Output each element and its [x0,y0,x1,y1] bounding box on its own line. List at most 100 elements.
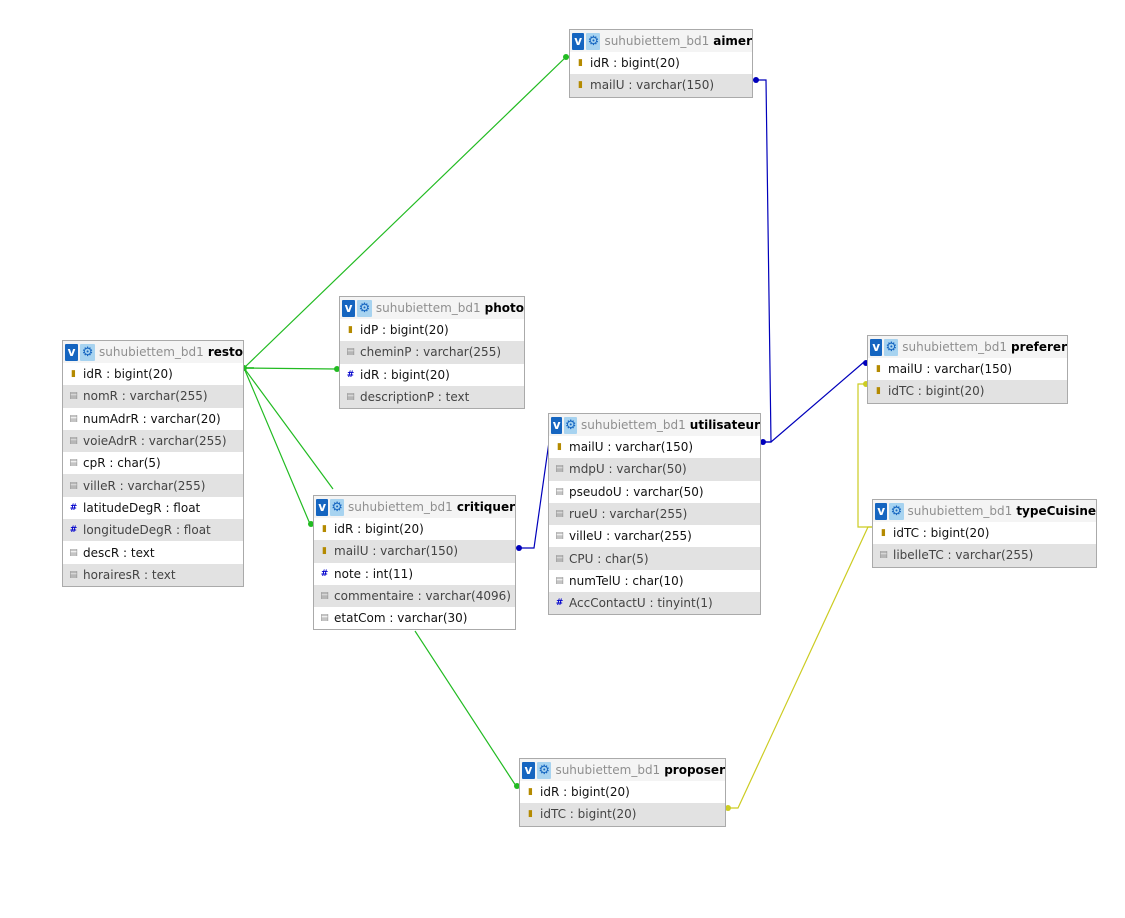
toggle-icon[interactable]: v [522,761,535,779]
gear-icon[interactable]: ⚙ [357,299,372,317]
column-row[interactable]: ▤pseudoU : varchar(50) [549,481,760,503]
column-row[interactable]: #idR : bigint(20) [340,364,524,386]
toggle-icon[interactable]: v [870,338,883,356]
column-icon: ▤ [69,458,78,469]
toggle-icon[interactable]: v [316,498,329,516]
column-row[interactable]: ▤rueU : varchar(255) [549,502,760,526]
column-row[interactable]: ▤descR : text [63,541,243,563]
column-separator: : [433,390,446,405]
column-row[interactable]: ▮mailU : varchar(150) [549,436,760,458]
toggle-icon[interactable]: v [65,343,79,361]
gear-icon[interactable]: ⚙ [536,761,552,779]
relation-endpoint [563,54,569,60]
column-row[interactable]: ▤commentaire : varchar(4096) [314,584,515,608]
column-type: varchar(50) [633,484,704,499]
column-row[interactable]: ▮mailU : varchar(150) [570,74,752,97]
column-row[interactable]: ▤mdpU : varchar(50) [549,458,760,481]
column-row[interactable]: ▤numAdrR : varchar(20) [63,408,243,430]
gear-icon[interactable]: ⚙ [564,416,578,434]
column-name: villeR [83,478,116,493]
column-row[interactable]: ▤numTelU : char(10) [549,570,760,592]
column-type: bigint(20) [390,367,450,382]
column-row[interactable]: ▮mailU : varchar(150) [868,358,1067,380]
column-name: etatCom [334,611,386,626]
key-icon: ▮ [348,325,353,336]
toggle-icon[interactable]: v [551,416,563,434]
relation-endpoint [308,521,314,527]
column-row[interactable]: ▮idR : bigint(20) [520,781,725,803]
column-separator: : [117,389,130,404]
column-icon: ▤ [555,553,564,564]
column-separator: : [411,345,424,360]
column-type: varchar(255) [127,478,206,493]
key-icon: ▮ [528,809,533,820]
column-row[interactable]: ▮idTC : bigint(20) [873,522,1096,544]
gear-icon[interactable]: ⚙ [884,338,899,356]
column-row[interactable]: ▮idP : bigint(20) [340,319,524,341]
column-row[interactable]: ▮idR : bigint(20) [570,52,752,74]
column-separator: : [378,323,390,338]
column-type: varchar(255) [423,345,502,360]
gear-icon[interactable]: ⚙ [330,498,345,516]
column-name: idR [540,785,560,800]
column-row[interactable]: ▤voieAdrR : varchar(255) [63,429,243,453]
column-type: varchar(255) [129,389,208,404]
relation-line [414,630,519,787]
column-row[interactable]: ▮idTC : bigint(20) [868,380,1067,403]
column-name: villeU [569,529,603,544]
column-row[interactable]: ▤villeR : varchar(255) [63,474,243,497]
column-separator: : [140,567,152,582]
gear-icon[interactable]: ⚙ [889,502,904,520]
column-row[interactable]: #longitudeDegR : float [63,519,243,542]
column-row[interactable]: ▤villeU : varchar(255) [549,525,760,547]
column-type: int(11) [372,566,413,581]
column-separator: : [138,411,151,426]
column-name: numTelU [569,573,621,588]
relation-endpoint [514,783,520,789]
gear-icon[interactable]: ⚙ [80,343,96,361]
column-row[interactable]: ▤cheminP : varchar(255) [340,341,524,364]
column-row[interactable]: #AccContactU : tinyint(1) [549,592,760,615]
column-row[interactable]: ▤descriptionP : text [340,385,524,409]
gear-icon[interactable]: ⚙ [586,32,601,50]
column-row[interactable]: #latitudeDegR : float [63,497,243,519]
toggle-icon[interactable]: v [342,299,356,317]
toggle-icon[interactable]: v [875,502,888,520]
column-row[interactable]: ▮idR : bigint(20) [314,518,515,540]
column-row[interactable]: ▤cpR : char(5) [63,452,243,474]
column-row[interactable]: ▤etatCom : varchar(30) [314,607,515,629]
column-row[interactable]: ▤libelleTC : varchar(255) [873,544,1096,567]
column-row[interactable]: ▮mailU : varchar(150) [314,540,515,563]
column-row[interactable]: ▤CPU : char(5) [549,547,760,570]
column-name: idR [334,522,354,537]
column-row[interactable]: ▤nomR : varchar(255) [63,385,243,408]
column-row[interactable]: ▤horairesR : text [63,563,243,586]
column-row[interactable]: ▮idTC : bigint(20) [520,803,725,826]
column-row[interactable]: #note : int(11) [314,563,515,585]
column-icon: ▤ [69,413,78,424]
column-separator: : [593,551,606,566]
column-icon: ▤ [346,347,355,358]
column-type: varchar(50) [616,462,687,477]
database-name: suhubiettem_bd1 [902,340,1007,354]
column-name: voieAdrR [83,434,138,449]
relation-line [243,367,339,370]
toggle-icon[interactable]: v [572,32,585,50]
column-row[interactable]: ▮idR : bigint(20) [63,363,243,385]
